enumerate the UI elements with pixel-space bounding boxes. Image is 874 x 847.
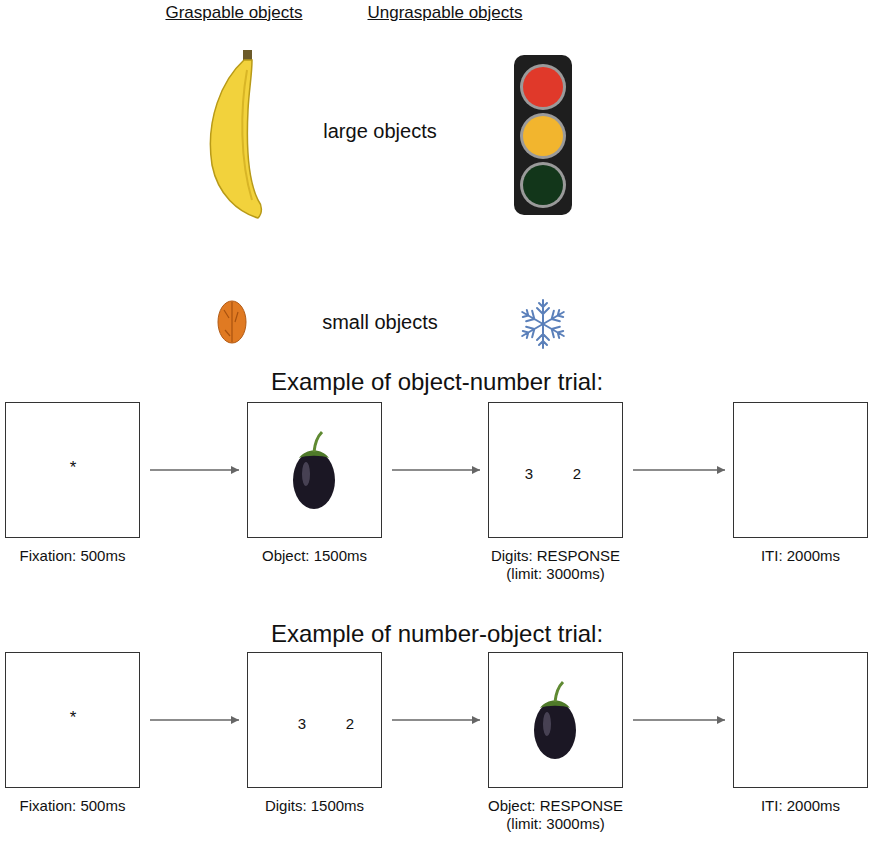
- screen-caption: Fixation: 500ms: [20, 797, 126, 815]
- sequence-arrow: [392, 466, 480, 474]
- digit: 2: [573, 466, 581, 481]
- screen-caption: Digits: RESPONSE (limit: 3000ms): [481, 547, 631, 583]
- trial-screen: Object: RESPONSE (limit: 3000ms): [488, 652, 623, 788]
- trial-screen: Object: 1500ms: [247, 402, 382, 538]
- trial-screen: 32Digits: 1500ms: [247, 652, 382, 788]
- screen-caption: Object: RESPONSE (limit: 3000ms): [481, 797, 631, 833]
- eggplant-picture: [534, 682, 576, 759]
- walnut-picture: [218, 301, 246, 343]
- trial-screen: *Fixation: 500ms: [5, 652, 140, 788]
- section-heading: Example of object-number trial:: [271, 368, 603, 396]
- screen-caption: Object: 1500ms: [262, 547, 367, 565]
- screen-caption: ITI: 2000ms: [761, 547, 840, 565]
- trial-screen: *Fixation: 500ms: [5, 402, 140, 538]
- column-heading: Ungraspable objects: [368, 3, 523, 23]
- screen-caption: Fixation: 500ms: [20, 547, 126, 565]
- banana-picture: [210, 50, 261, 218]
- sequence-arrow: [633, 466, 725, 474]
- screen-caption: ITI: 2000ms: [761, 797, 840, 815]
- sequence-arrow: [150, 716, 239, 724]
- digit: 2: [346, 716, 354, 731]
- fixation-mark: *: [70, 709, 77, 726]
- column-heading: Graspable objects: [165, 3, 302, 23]
- sequence-arrow: [633, 716, 725, 724]
- fixation-mark: *: [70, 459, 77, 476]
- trial-screen: ITI: 2000ms: [733, 652, 868, 788]
- section-heading: Example of number-object trial:: [271, 620, 603, 648]
- sequence-arrow: [150, 466, 239, 474]
- digit: 3: [525, 466, 533, 481]
- digit: 3: [298, 716, 306, 731]
- trial-screen: ITI: 2000ms: [733, 402, 868, 538]
- sequence-arrow: [392, 716, 480, 724]
- trial-screen: 32Digits: RESPONSE (limit: 3000ms): [488, 402, 623, 538]
- row-label: large objects: [323, 120, 436, 143]
- row-label: small objects: [322, 311, 438, 334]
- snowflake-picture: [519, 300, 567, 348]
- traffic-light-picture: [514, 55, 572, 215]
- eggplant-picture: [293, 432, 335, 509]
- screen-caption: Digits: 1500ms: [265, 797, 364, 815]
